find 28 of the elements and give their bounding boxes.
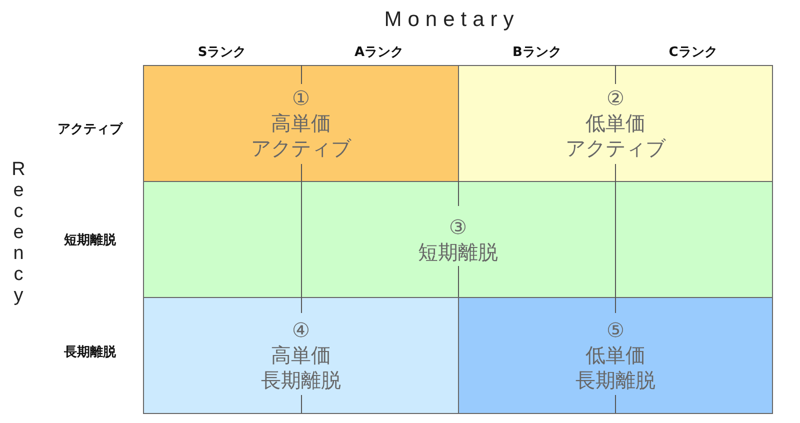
segment-cell [458, 65, 773, 182]
segment-number: ⑤ [606, 318, 624, 343]
segment-label: 低単価 [586, 111, 646, 136]
row-header: 短期離脱 [64, 233, 116, 249]
row-header: 長期離脱 [64, 345, 116, 361]
column-header: Cランク [668, 45, 718, 61]
segment-label: 低単価 [586, 343, 646, 368]
row-header: アクティブ [58, 122, 122, 138]
segment-cell [458, 297, 773, 414]
axis-title: Recency [8, 158, 28, 306]
segment-label: アクティブ [251, 136, 351, 161]
segment-number: ④ [292, 318, 310, 343]
segment-cell [143, 65, 459, 182]
segment-label: 長期離脱 [261, 368, 341, 393]
segment-number: ① [292, 86, 310, 111]
column-header: Sランク [198, 45, 246, 61]
column-header: Bランク [512, 45, 562, 61]
axis-title: Monetary [384, 8, 520, 32]
segment-label: アクティブ [566, 136, 666, 161]
segment-number: ② [606, 86, 624, 111]
segment-cell [143, 297, 459, 414]
segment-number: ③ [449, 214, 467, 240]
segment-label: 高単価 [271, 343, 331, 368]
segment-label: 短期離脱 [418, 240, 498, 264]
column-header: Aランク [354, 45, 404, 61]
segment-label: 高単価 [271, 111, 331, 136]
segment-cell [143, 181, 773, 298]
segment-label: 長期離脱 [576, 368, 656, 393]
